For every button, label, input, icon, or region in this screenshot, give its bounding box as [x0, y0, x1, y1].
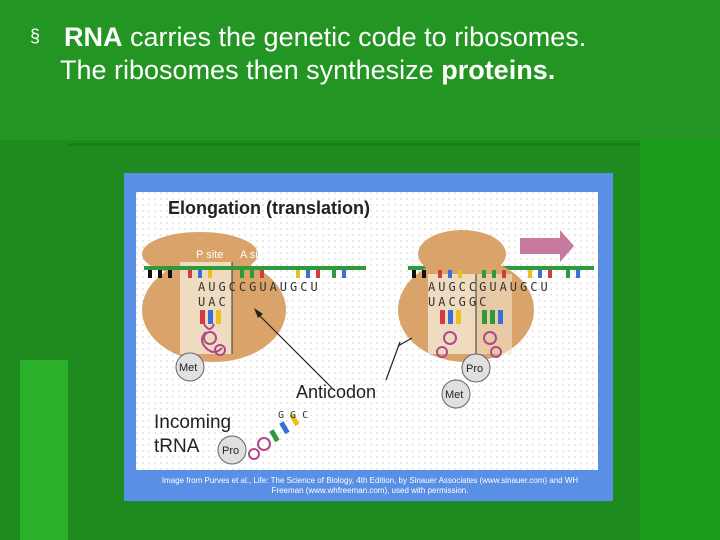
proteins-term: proteins.	[441, 55, 556, 85]
incoming-anticodon: G G C	[278, 410, 308, 421]
line2-text: The ribosomes then synthesize	[60, 55, 442, 85]
met-bead-left	[175, 352, 205, 382]
incoming-trna	[248, 413, 300, 460]
background-band-right	[640, 140, 720, 540]
image-credit: Image from Purves et al., Life: The Scie…	[161, 476, 579, 495]
anticodon-arrow-left-head	[254, 308, 263, 318]
incoming-pro-label: Pro	[222, 445, 239, 457]
left-trna	[200, 310, 226, 356]
left-anticodon-codons: UAC	[198, 295, 229, 309]
line1-text: carries the genetic code to ribosomes.	[122, 22, 587, 52]
background-band-mid	[68, 143, 640, 146]
right-pointer-arrow	[397, 337, 413, 347]
right-mrna-bases	[412, 270, 580, 278]
slide-text: § RNA carries the genetic code to ribosom…	[30, 20, 710, 87]
figure-title: Elongation (translation)	[168, 198, 370, 218]
anticodon-arrow-right	[385, 341, 401, 381]
anticodon-label: Anticodon	[296, 382, 376, 402]
incoming-label-1: Incoming	[154, 412, 231, 433]
pro-label-right: Pro	[466, 363, 483, 375]
a-site-label: A site	[240, 249, 267, 261]
right-trnas	[436, 310, 503, 358]
right-anticodon-codons: UACGGC	[428, 295, 489, 309]
translation-diagram: Elongation (translation) P site A site A…	[136, 192, 598, 470]
incoming-label-2: tRNA	[154, 436, 200, 457]
pro-bead-right	[461, 353, 491, 383]
rna-term: RNA	[64, 22, 123, 52]
background-band-left	[20, 360, 68, 540]
anticodon-arrow-left	[255, 311, 333, 389]
background-band-top	[0, 0, 720, 140]
right-mrna-codons: AUGCCGUAUGCU	[428, 280, 551, 294]
pro-bead-incoming	[217, 435, 247, 465]
met-label-right: Met	[445, 389, 463, 401]
bullet-icon: §	[30, 26, 41, 46]
left-mrna-bases	[148, 270, 346, 278]
direction-arrow	[520, 230, 574, 262]
met-label-left: Met	[179, 362, 197, 374]
p-site-label: P site	[196, 249, 223, 261]
met-bead-right	[441, 379, 471, 409]
left-mrna-strand	[144, 266, 366, 270]
left-mrna-codons: AUGCCGUAUGCU	[198, 280, 321, 294]
